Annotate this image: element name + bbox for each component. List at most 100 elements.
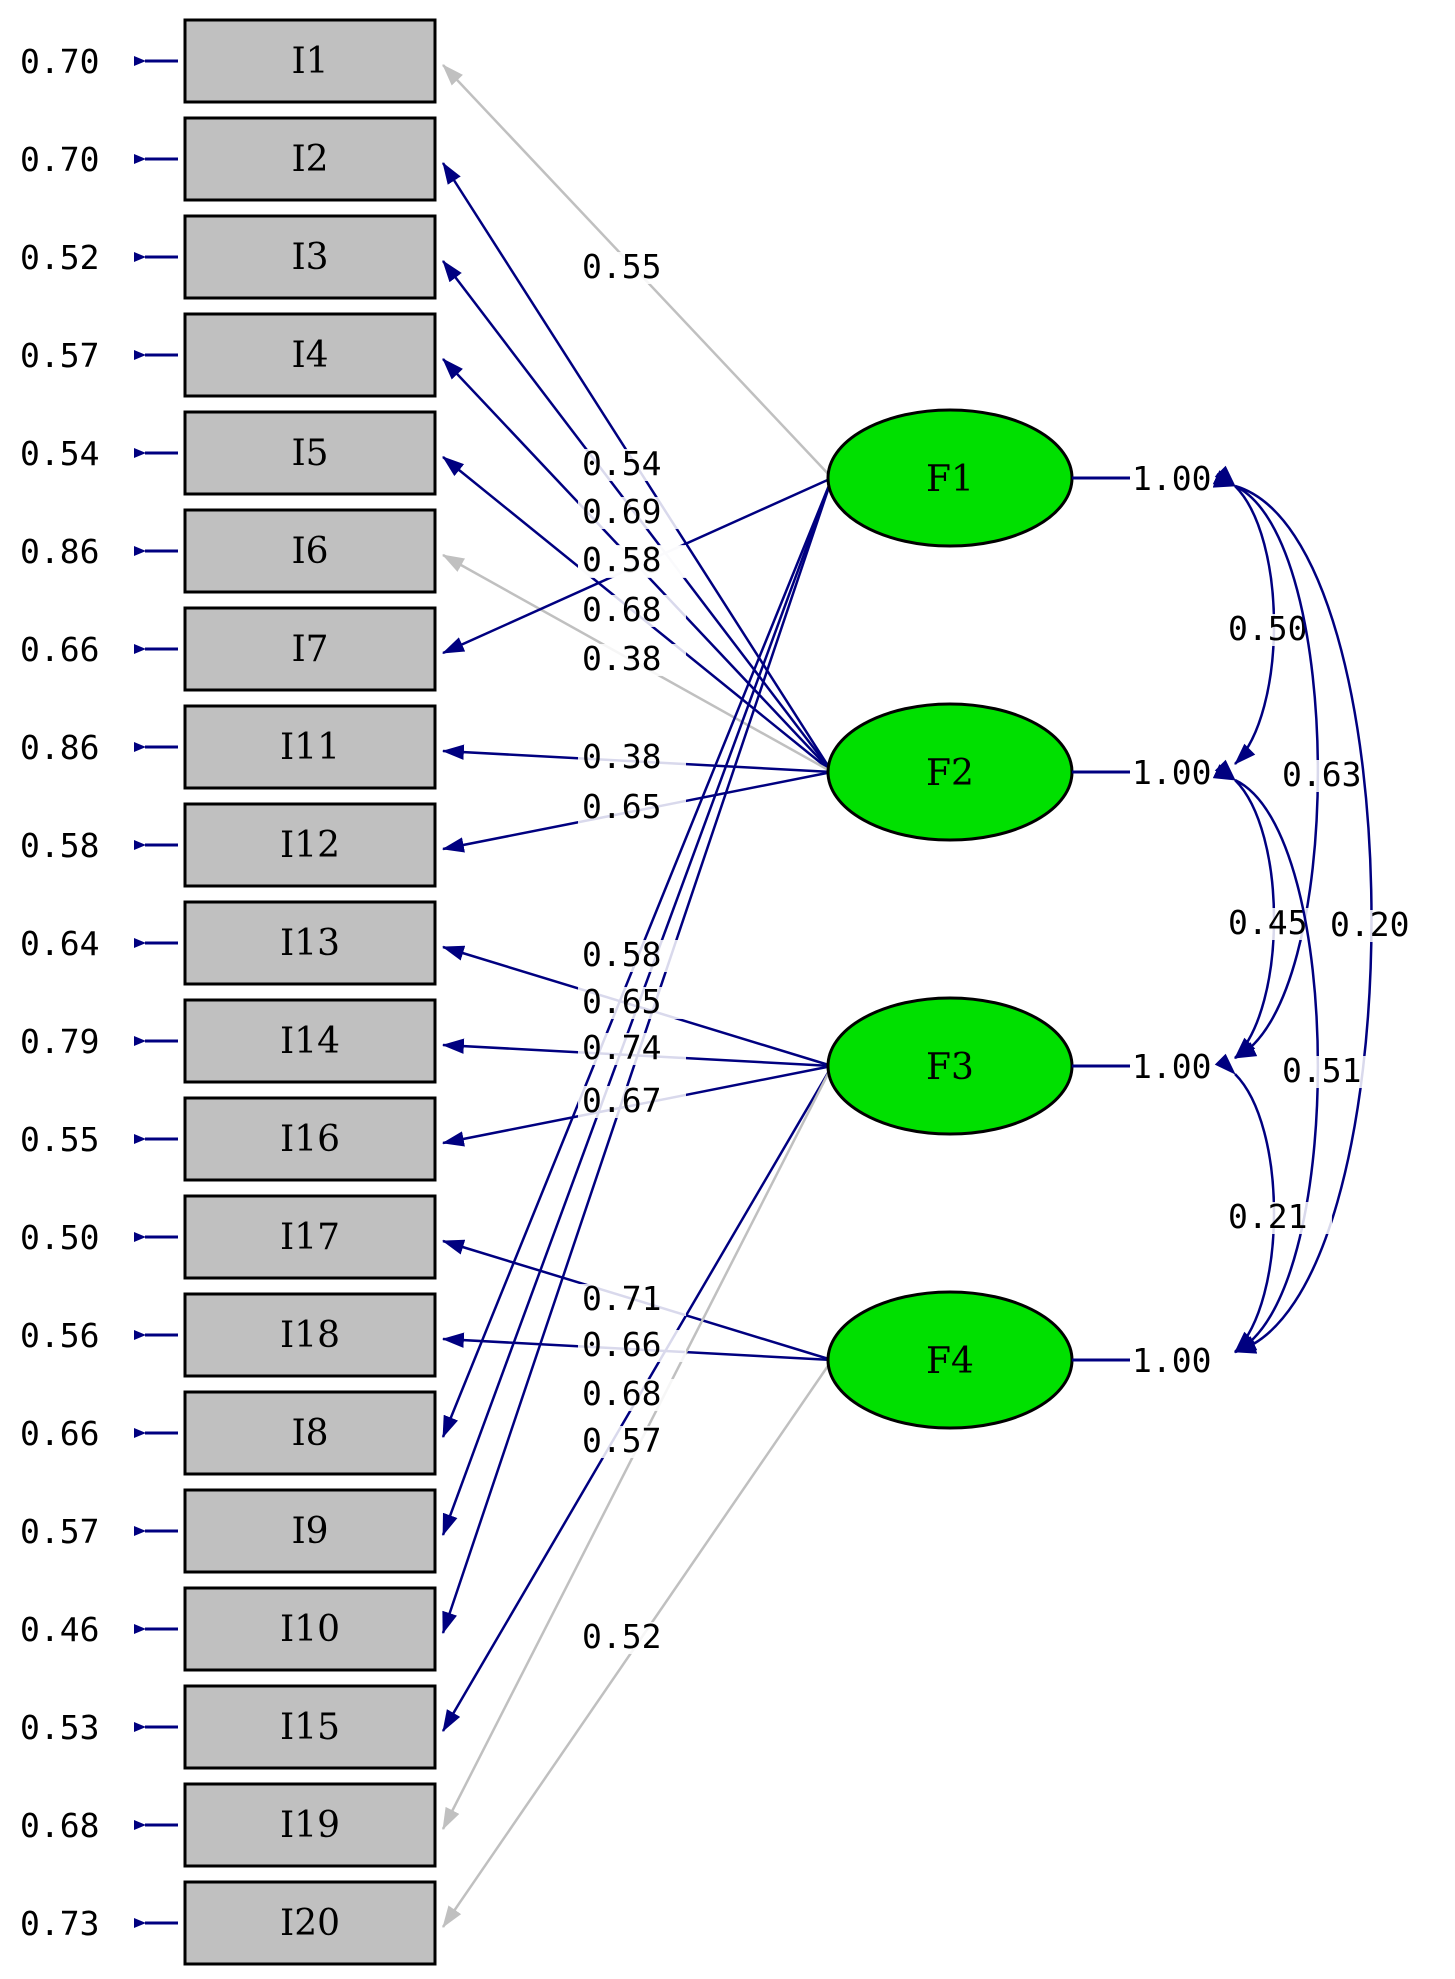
- item-box-i8: I8: [183, 1390, 437, 1476]
- factor-variance: 1.00: [1132, 1341, 1211, 1380]
- loading-label-bg: [578, 497, 686, 529]
- item-label: I2: [291, 139, 328, 180]
- loading-value-i3: 0.69: [582, 492, 661, 531]
- error-variance: 0.73: [20, 1904, 99, 1943]
- loading-label-bg: [578, 644, 686, 676]
- error-variance: 0.64: [20, 924, 99, 963]
- correlation-label-bg: [1278, 1056, 1386, 1088]
- item-label: I12: [280, 825, 340, 866]
- factor-variance: 1.00: [1132, 459, 1211, 498]
- item-label: I9: [291, 1511, 328, 1552]
- loading-label-bg: [578, 792, 686, 824]
- loading-label-bg: [578, 1622, 686, 1654]
- loading-value-i1: 0.55: [582, 247, 661, 286]
- factor-f4: F4 1.00: [826, 1290, 1211, 1430]
- loading-label-bg: [578, 940, 686, 972]
- item-box-i18: I18: [183, 1292, 437, 1378]
- item-box-i13: I13: [183, 900, 437, 986]
- error-variance: 0.68: [20, 1806, 99, 1845]
- factor-label: F2: [926, 753, 974, 794]
- item-label: I1: [291, 41, 328, 82]
- item-label: I8: [291, 1413, 328, 1454]
- loading-value-i6: 0.38: [582, 639, 661, 678]
- loading-value-i14: 0.74: [582, 1028, 661, 1067]
- error-variance: 0.53: [20, 1708, 99, 1747]
- correlation-label-bg: [1326, 910, 1434, 942]
- error-variance: 0.66: [20, 630, 99, 669]
- item-box-i2: I2: [183, 116, 437, 202]
- item-box-i5: I5: [183, 410, 437, 496]
- factor-label: F4: [926, 1341, 974, 1382]
- error-variance: 0.70: [20, 42, 99, 81]
- item-box-i12: I12: [183, 802, 437, 888]
- factor-label: F1: [926, 459, 974, 500]
- loading-label-bg: [578, 1284, 686, 1316]
- error-variance: 0.57: [20, 1512, 99, 1551]
- factor-f3: F3 1.00: [826, 996, 1211, 1136]
- loading-label-bg: [578, 449, 686, 481]
- item-label: I3: [291, 237, 328, 278]
- loading-value-i12: 0.65: [582, 787, 661, 826]
- factor-variance: 1.00: [1132, 753, 1211, 792]
- item-box-i7: I7: [183, 606, 437, 692]
- item-label: I6: [291, 531, 328, 572]
- error-variance: 0.86: [20, 728, 99, 767]
- loading-label-bg: [578, 1330, 686, 1362]
- correlation-value-f1-f4: 0.20: [1330, 905, 1409, 944]
- correlation-value-f3-f4: 0.21: [1228, 1197, 1307, 1236]
- correlation-label-bg: [1224, 1202, 1332, 1234]
- loading-value-i18: 0.66: [582, 1325, 661, 1364]
- item-label: I5: [291, 433, 328, 474]
- loading-value-i9: 0.68: [582, 1374, 661, 1413]
- error-variance: 0.79: [20, 1022, 99, 1061]
- loading-value-i15: 0.52: [582, 1617, 661, 1656]
- loading-label-bg: [578, 1379, 686, 1411]
- correlation-value-f2-f3: 0.45: [1228, 903, 1307, 942]
- item-box-i16: I16: [183, 1096, 437, 1182]
- error-variance: 0.54: [20, 434, 99, 473]
- observed-items: I10.70I20.70I30.52I40.57I50.54I60.86I70.…: [20, 18, 437, 1966]
- factor-label: F3: [926, 1047, 974, 1088]
- factor-correlations: 0.500.630.200.450.510.21: [1212, 465, 1434, 1354]
- error-variance: 0.56: [20, 1316, 99, 1355]
- item-box-i14: I14: [183, 998, 437, 1084]
- factor-f2: F2 1.00: [826, 702, 1211, 842]
- item-box-i15: I15: [183, 1684, 437, 1770]
- loading-label-bg: [578, 252, 686, 284]
- loading-value-i16: 0.67: [582, 1081, 661, 1120]
- item-box-i10: I10: [183, 1586, 437, 1672]
- item-label: I17: [280, 1217, 340, 1258]
- loading-label-bg: [578, 742, 686, 774]
- loading-label-bg: [578, 987, 686, 1019]
- loading-labels: 0.550.540.690.580.680.380.580.380.650.58…: [578, 247, 686, 1656]
- loading-label-bg: [578, 1426, 686, 1458]
- item-label: I11: [280, 727, 340, 768]
- item-box-i1: I1: [183, 18, 437, 104]
- item-box-i9: I9: [183, 1488, 437, 1574]
- item-label: I20: [280, 1903, 340, 1944]
- loading-value-i10: 0.57: [582, 1421, 661, 1460]
- item-box-i19: I19: [183, 1782, 437, 1868]
- correlation-label-bg: [1278, 760, 1386, 792]
- item-box-i6: I6: [183, 508, 437, 594]
- item-box-i20: I20: [183, 1880, 437, 1966]
- error-variance: 0.46: [20, 1610, 99, 1649]
- loading-value-i8: 0.65: [582, 982, 661, 1021]
- error-variance: 0.52: [20, 238, 99, 277]
- loading-value-i17: 0.71: [582, 1279, 661, 1318]
- error-variance: 0.57: [20, 336, 99, 375]
- error-variance: 0.86: [20, 532, 99, 571]
- loading-value-i2: 0.54: [582, 444, 661, 483]
- loading-value-i5: 0.68: [582, 590, 661, 629]
- loading-label-bg: [578, 545, 686, 577]
- factor-variance: 1.00: [1132, 1047, 1211, 1086]
- error-variance: 0.55: [20, 1120, 99, 1159]
- item-label: I18: [280, 1315, 340, 1356]
- item-label: I14: [280, 1021, 340, 1062]
- loading-label-bg: [578, 1086, 686, 1118]
- item-box-i4: I4: [183, 312, 437, 398]
- item-box-i3: I3: [183, 214, 437, 300]
- correlation-value-f1-f3: 0.63: [1282, 755, 1361, 794]
